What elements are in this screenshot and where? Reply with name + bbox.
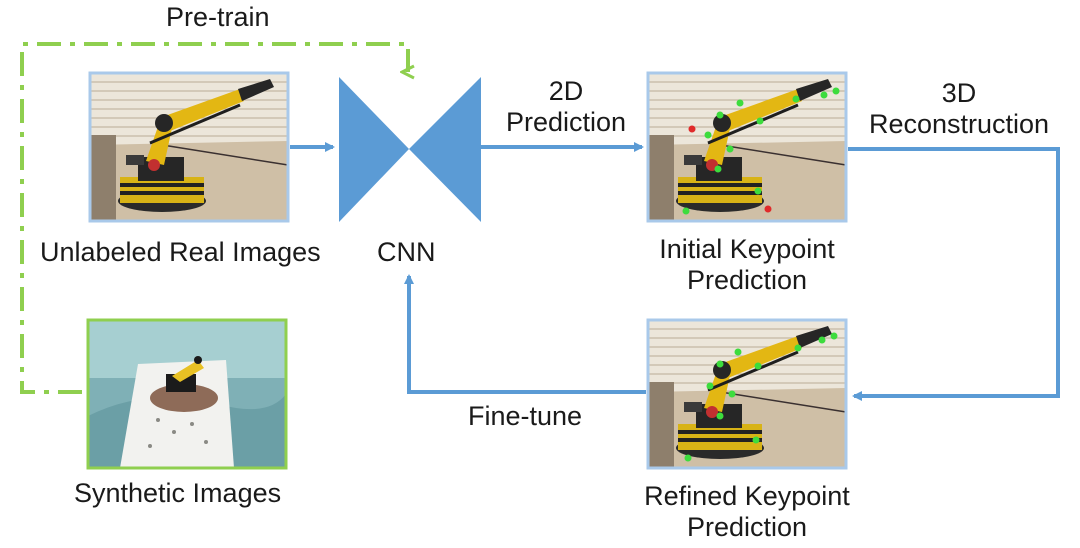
reconstruction-3d-line1: 3D (855, 78, 1063, 109)
pretrain-label: Pre-train (166, 2, 270, 33)
finetune-arrow (409, 276, 646, 392)
reconstruction-3d-line2: Reconstruction (855, 109, 1063, 140)
synthetic-image (88, 320, 286, 468)
reconstruction-3d-label: 3D Reconstruction (855, 78, 1063, 140)
prediction-2d-line1: 2D (493, 76, 639, 107)
reconstruction-3d-arrow (848, 149, 1058, 396)
unlabeled-real-image (90, 73, 288, 221)
initial-keypoint-label: Initial Keypoint Prediction (636, 234, 858, 296)
refined-keypoint-label: Refined Keypoint Prediction (634, 481, 860, 543)
unlabeled-real-images-label: Unlabeled Real Images (40, 237, 321, 268)
refined-keypoint-line2: Prediction (634, 512, 860, 543)
refined-keypoint-image (648, 320, 846, 468)
finetune-label: Fine-tune (468, 401, 582, 432)
prediction-2d-label: 2D Prediction (493, 76, 639, 138)
initial-keypoint-line2: Prediction (636, 265, 858, 296)
initial-keypoint-line1: Initial Keypoint (636, 234, 858, 265)
refined-keypoint-line1: Refined Keypoint (634, 481, 860, 512)
prediction-2d-line2: Prediction (493, 107, 639, 138)
cnn-label: CNN (377, 237, 436, 268)
cnn-bowtie-icon (339, 77, 481, 222)
synthetic-images-label: Synthetic Images (74, 478, 281, 509)
initial-keypoint-image (648, 73, 846, 221)
